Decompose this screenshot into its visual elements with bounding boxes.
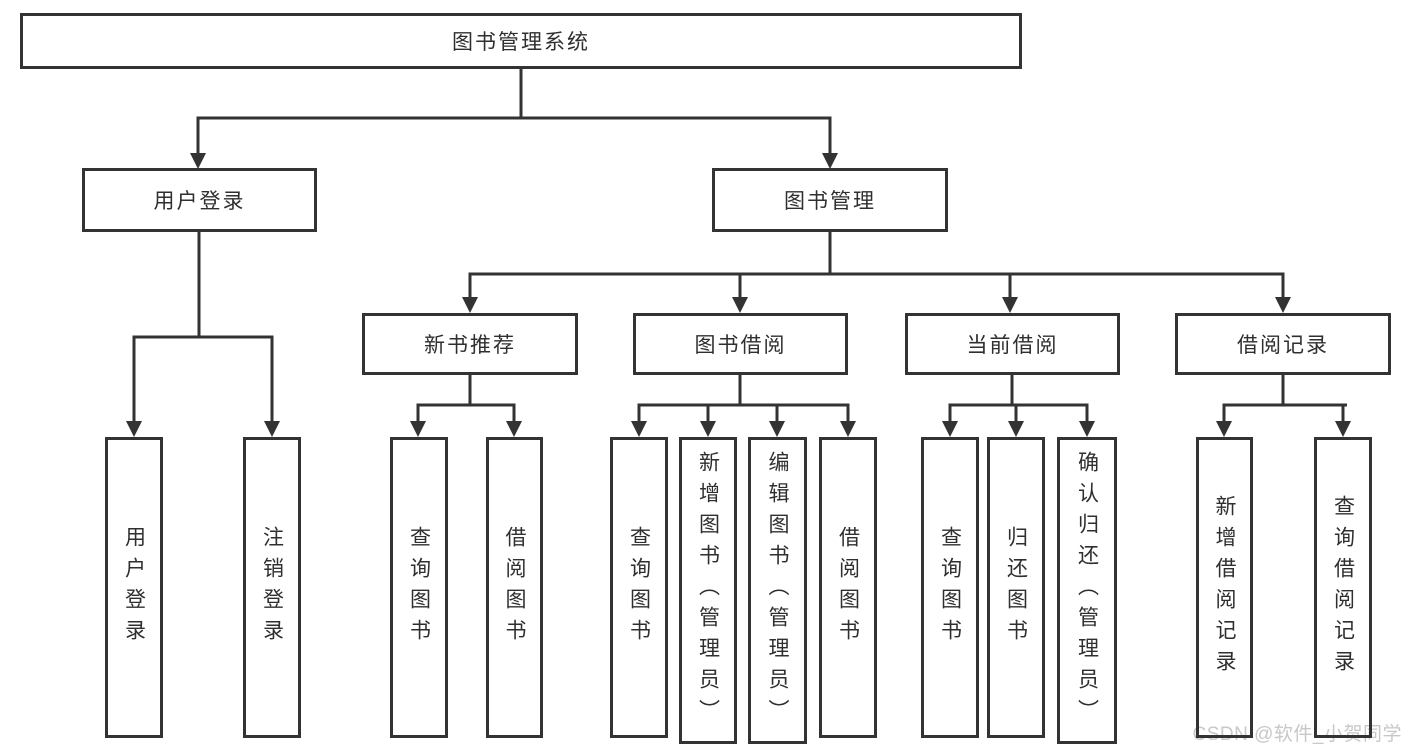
leaf-borrowing-add-books-admin: 新增图书（管理员） — [679, 437, 737, 744]
leaf-logout-label: 注销登录 — [260, 525, 284, 650]
leaf-recommend-borrow-books: 借阅图书 — [486, 437, 543, 738]
connector-user-login — [132, 232, 274, 423]
arrowheads — [126, 153, 1351, 437]
leaf-current-return-books: 归还图书 — [987, 437, 1045, 738]
node-current-borrowing-label: 当前借阅 — [966, 334, 1059, 357]
connector-borrowing-records — [1222, 375, 1347, 423]
leaf-borrowing-borrow-books: 借阅图书 — [819, 437, 877, 738]
leaf-current-return-books-label: 归还图书 — [1004, 525, 1028, 650]
leaf-borrowing-query-books: 查询图书 — [610, 437, 668, 738]
leaf-current-confirm-return-admin: 确认归还（管理员） — [1057, 437, 1117, 744]
node-borrowing-records: 借阅记录 — [1175, 313, 1391, 375]
leaf-logout: 注销登录 — [243, 437, 301, 738]
leaf-current-query-books-label: 查询图书 — [938, 525, 962, 650]
leaf-borrowing-add-books-admin-label: 新增图书（管理员） — [696, 451, 720, 730]
leaf-user-login: 用户登录 — [105, 437, 163, 738]
node-book-borrowing-label: 图书借阅 — [694, 334, 787, 357]
connector-book-management — [468, 232, 1285, 299]
leaf-recommend-borrow-books-label: 借阅图书 — [503, 525, 527, 650]
node-user-login-label: 用户登录 — [153, 190, 246, 213]
leaf-current-confirm-return-admin-label: 确认归还（管理员） — [1075, 451, 1099, 730]
connector-root — [196, 69, 832, 155]
connector-book-borrowing — [637, 375, 850, 423]
leaf-recommend-query-books-label: 查询图书 — [407, 525, 431, 650]
node-book-borrowing: 图书借阅 — [633, 313, 848, 375]
connector-new-book — [416, 375, 516, 423]
leaf-borrowing-edit-books-admin-label: 编辑图书（管理员） — [766, 451, 790, 730]
leaf-records-query-record: 查询借阅记录 — [1314, 437, 1372, 738]
watermark-csdn: CSDN @软件_小贺同学 — [1192, 724, 1402, 745]
node-new-book-recommendation: 新书推荐 — [362, 313, 578, 375]
node-system-root: 图书管理系统 — [20, 13, 1022, 69]
leaf-recommend-query-books: 查询图书 — [390, 437, 448, 738]
leaf-records-add-record: 新增借阅记录 — [1196, 437, 1253, 738]
node-new-book-recommendation-label: 新书推荐 — [424, 334, 516, 357]
leaf-records-query-record-label: 查询借阅记录 — [1331, 494, 1355, 681]
node-current-borrowing: 当前借阅 — [905, 313, 1120, 375]
leaf-user-login-label: 用户登录 — [122, 525, 146, 650]
node-user-login: 用户登录 — [82, 168, 317, 232]
connector-current-borrowing — [948, 375, 1089, 423]
node-borrowing-records-label: 借阅记录 — [1237, 334, 1329, 357]
node-book-management-label: 图书管理 — [784, 190, 876, 213]
leaf-records-add-record-label: 新增借阅记录 — [1213, 494, 1237, 681]
leaf-current-query-books: 查询图书 — [921, 437, 979, 738]
leaf-borrowing-edit-books-admin: 编辑图书（管理员） — [748, 437, 807, 744]
node-system-root-label: 图书管理系统 — [452, 31, 590, 54]
node-book-management: 图书管理 — [712, 168, 948, 232]
leaf-borrowing-query-books-label: 查询图书 — [627, 525, 651, 650]
leaf-borrowing-borrow-books-label: 借阅图书 — [836, 525, 860, 650]
